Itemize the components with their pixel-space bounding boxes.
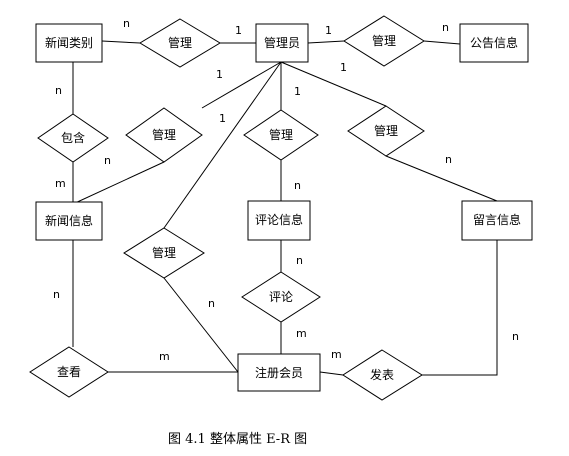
entity-label: 管理员 bbox=[264, 35, 300, 50]
cardinality-label: 1 bbox=[219, 112, 226, 125]
edge-category-manage bbox=[101, 40, 141, 44]
relation-view: 查看 bbox=[29, 346, 109, 398]
edge-admin-manage-news bbox=[201, 61, 282, 109]
entity-label: 注册会员 bbox=[255, 365, 303, 380]
entity-label: 公告信息 bbox=[470, 35, 518, 50]
relation-label: 管理 bbox=[152, 245, 176, 260]
cardinality-label: n bbox=[104, 154, 111, 167]
edge-manage-message-message bbox=[385, 155, 498, 202]
relation-label: 管理 bbox=[374, 123, 398, 138]
edge-admin-manage2 bbox=[307, 40, 345, 44]
relation-label: 评论 bbox=[269, 290, 293, 304]
cardinality-label: 1 bbox=[216, 68, 223, 81]
relation-label: 管理 bbox=[168, 35, 192, 50]
cardinality-label: m bbox=[55, 177, 66, 190]
cardinality-label: m bbox=[296, 327, 307, 340]
cardinality-label: n bbox=[445, 153, 452, 166]
entity-news-info: 新闻信息 bbox=[35, 201, 103, 241]
cardinality-label: 1 bbox=[325, 24, 332, 37]
relation-label: 管理 bbox=[152, 127, 176, 142]
entity-comment-info: 评论信息 bbox=[247, 200, 311, 241]
relation-contains: 包含 bbox=[37, 113, 109, 163]
entity-message-info: 留言信息 bbox=[461, 200, 533, 241]
edge-admin-manage-member bbox=[163, 61, 282, 229]
entity-label: 新闻类别 bbox=[45, 35, 93, 50]
relation-manage-news: 管理 bbox=[125, 107, 203, 163]
cardinality-label: n bbox=[294, 179, 301, 192]
cardinality-label: n bbox=[55, 84, 62, 97]
entity-label: 留言信息 bbox=[473, 212, 521, 227]
entity-label: 新闻信息 bbox=[45, 213, 93, 228]
relation-manage-category: 管理 bbox=[139, 18, 221, 68]
entity-announcement: 公告信息 bbox=[459, 23, 529, 63]
cardinality-label: n bbox=[512, 330, 519, 343]
edge-publish-message bbox=[422, 240, 498, 376]
relation-manage-announcement: 管理 bbox=[343, 15, 425, 67]
edge-manage-news-news bbox=[72, 161, 165, 205]
cardinality-label: n bbox=[53, 288, 60, 301]
relation-label: 管理 bbox=[269, 127, 293, 142]
edge-admin-manage-message bbox=[280, 61, 387, 107]
cardinality-label: n bbox=[123, 17, 130, 30]
edge-manage2-announcement bbox=[423, 40, 461, 45]
edge-member-publish bbox=[319, 371, 344, 376]
cardinality-label: n bbox=[442, 21, 449, 34]
relation-manage-message: 管理 bbox=[347, 105, 425, 157]
figure-caption: 图 4.1 整体属性 E-R 图 bbox=[168, 432, 307, 447]
relation-manage-member: 管理 bbox=[123, 227, 205, 279]
cardinality-label: 1 bbox=[340, 61, 347, 74]
edges bbox=[72, 40, 498, 376]
relation-label: 包含 bbox=[61, 130, 85, 145]
relation-manage-comment: 管理 bbox=[243, 109, 319, 161]
relation-label: 发表 bbox=[370, 367, 394, 382]
relation-publish: 发表 bbox=[342, 349, 423, 401]
entity-admin: 管理员 bbox=[255, 23, 309, 63]
entity-news-category: 新闻类别 bbox=[35, 23, 103, 63]
cardinality-label: 1 bbox=[294, 85, 301, 98]
cardinality-label: n bbox=[208, 297, 215, 310]
cardinality-label: m bbox=[331, 348, 342, 361]
cardinality-label: n bbox=[296, 254, 303, 267]
relation-label: 管理 bbox=[372, 33, 396, 48]
cardinality-label: 1 bbox=[235, 24, 242, 37]
relation-label: 查看 bbox=[57, 365, 81, 379]
cardinalities: n 1 1 n n 1 1 1 1 m n n n n n n m m m n bbox=[53, 17, 519, 363]
relation-comment: 评论 bbox=[241, 271, 321, 323]
entity-label: 评论信息 bbox=[255, 212, 303, 227]
entity-member: 注册会员 bbox=[237, 353, 321, 392]
cardinality-label: m bbox=[159, 350, 170, 363]
edge-manage-member-member bbox=[163, 277, 239, 373]
